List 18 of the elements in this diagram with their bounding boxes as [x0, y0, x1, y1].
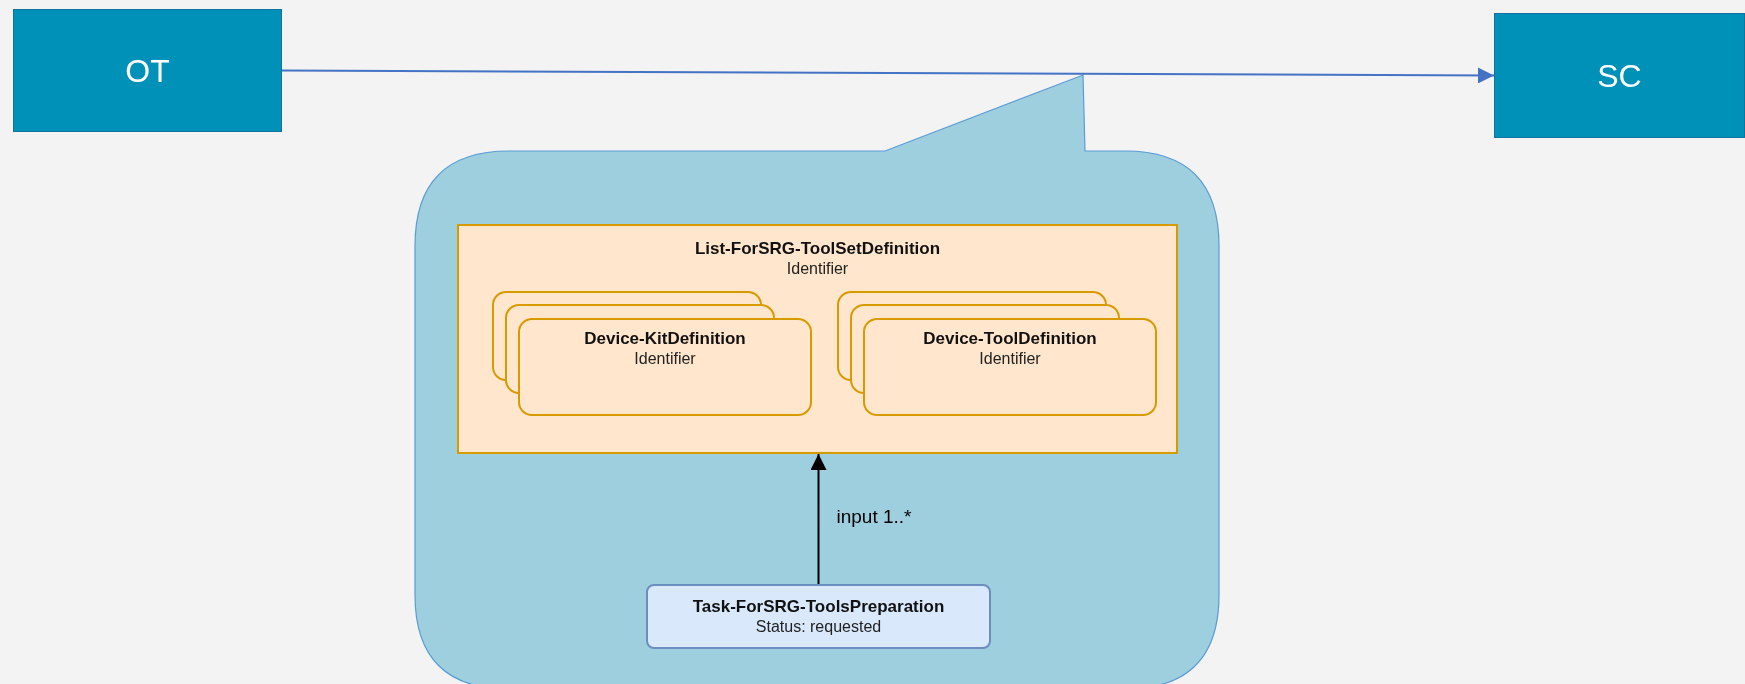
node-subtitle: Identifier — [786, 259, 849, 280]
node-title: List-ForSRG-ToolSetDefinition — [694, 238, 941, 260]
node-subtitle: Status: requested — [755, 617, 882, 638]
arrow — [281, 67, 1495, 84]
stacked-boxes — [837, 291, 1157, 416]
process-box — [1494, 13, 1745, 138]
task-box — [646, 584, 991, 649]
arrow — [810, 453, 827, 585]
node-label: OT — [125, 54, 170, 87]
node-title: Device-KitDefinition — [584, 328, 746, 350]
process-box — [13, 9, 282, 132]
node-subtitle: Identifier — [979, 349, 1041, 370]
container-box — [457, 224, 1178, 454]
stacked-boxes — [492, 291, 812, 416]
node-label: SC — [1597, 59, 1642, 92]
node-title: Device-ToolDefinition — [923, 328, 1097, 350]
node-title: Task-ForSRG-ToolsPreparation — [692, 595, 945, 618]
node-subtitle: Identifier — [634, 349, 696, 370]
